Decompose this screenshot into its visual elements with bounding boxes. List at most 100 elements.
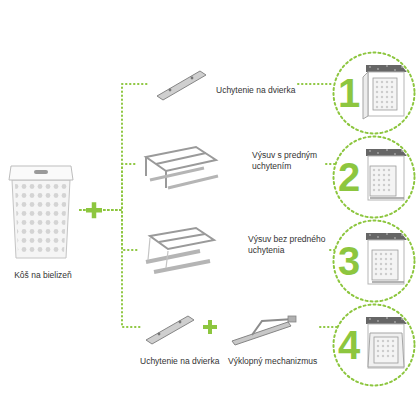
basket-hole [392, 355, 394, 357]
basket-hole [390, 263, 392, 265]
front-mount-slide [146, 147, 218, 188]
basket-hole [386, 106, 388, 108]
cabinet-picture [363, 65, 408, 119]
slide-runner [168, 176, 218, 188]
countertop [366, 233, 408, 240]
dotted-connector [80, 210, 140, 327]
plus-bar [208, 320, 212, 334]
frame-bar [159, 234, 205, 242]
basket-hole [382, 340, 384, 342]
cabinet-picture [366, 317, 408, 368]
basket-hole [388, 189, 390, 191]
tilt-front [368, 333, 404, 367]
cabinet-body [368, 72, 404, 116]
slide-without-front [146, 228, 214, 272]
stone-speckle [401, 150, 403, 152]
basket-hole [378, 174, 380, 176]
basket-hole [382, 345, 384, 347]
cabinet-body [368, 156, 404, 200]
stone-speckle [394, 237, 396, 239]
basket-hole [380, 253, 382, 255]
basket-hole [383, 169, 385, 171]
basket-hole [375, 268, 377, 270]
lever-bar [232, 322, 291, 345]
basket-hole [383, 184, 385, 186]
lid-handle [34, 170, 48, 174]
tilt-mechanism [232, 316, 296, 345]
laundry-basket [9, 166, 73, 258]
cabinet-body [368, 324, 404, 368]
stone-speckle [401, 318, 403, 320]
option-label: Výsuv s predným uchytením [252, 150, 324, 171]
basket-hole [391, 81, 393, 83]
basket-hole [380, 258, 382, 260]
hardware-option: Uchytenie na dvierka [150, 66, 298, 102]
basket-hole [385, 273, 387, 275]
basket [374, 337, 398, 363]
basket-hole [385, 258, 387, 260]
circle-outline [334, 221, 415, 302]
basket-hole [392, 345, 394, 347]
basket-hole [381, 91, 383, 93]
basket [373, 78, 397, 110]
stone-speckle [386, 65, 388, 67]
product-label: Kôš na bielizeň [14, 270, 72, 281]
dotted-connector [80, 84, 150, 210]
basket-hole [376, 101, 378, 103]
basket-hole [377, 340, 379, 342]
basket-lid [9, 166, 73, 180]
door-mount-bracket [146, 316, 194, 344]
basket-hole [378, 184, 380, 186]
basket-hole [386, 81, 388, 83]
basket-hole [376, 106, 378, 108]
basket-hole [392, 340, 394, 342]
stone-speckle [394, 321, 396, 323]
basket-holes [15, 184, 67, 254]
dotted-connector [80, 164, 138, 210]
option-circle: 1 [332, 51, 416, 135]
basket-hole [373, 184, 375, 186]
screw-hole [179, 321, 182, 324]
countertop [366, 149, 408, 156]
plus-sign [203, 320, 217, 334]
basket-hole [385, 253, 387, 255]
hardware-part: Výklopný mechanizmus [228, 312, 320, 362]
basket-hole [373, 169, 375, 171]
door-mount-bracket [157, 71, 206, 100]
basket-hole [391, 106, 393, 108]
stone-speckle [394, 69, 396, 71]
stone-speckle [377, 68, 379, 70]
option-number: 2 [338, 157, 360, 197]
dotted-connector [298, 83, 334, 85]
front-plate [145, 157, 147, 176]
slide-runner [150, 168, 204, 180]
basket-hole [387, 355, 389, 357]
stone-speckle [401, 234, 403, 236]
option-circle: 3 [332, 219, 416, 303]
cabinet-picture [366, 149, 408, 200]
basket-hole [378, 169, 380, 171]
basket-hole [386, 86, 388, 88]
basket-hole [387, 340, 389, 342]
basket-hole [388, 179, 390, 181]
circle-outline [334, 137, 415, 218]
stone-speckle [386, 317, 388, 319]
basket-hole [392, 350, 394, 352]
slide-runner [372, 281, 404, 283]
basket-hole [381, 81, 383, 83]
connector-rod [148, 238, 150, 260]
slide-frame [150, 228, 214, 249]
screw-hole [191, 77, 194, 80]
basket-hole [391, 101, 393, 103]
basket-hole [373, 174, 375, 176]
mount-plate [288, 316, 296, 322]
stone-speckle [377, 236, 379, 238]
basket-hole [390, 268, 392, 270]
basket-hole [381, 106, 383, 108]
stone-speckle [377, 320, 379, 322]
circle-outline [334, 53, 415, 134]
basket-hole [387, 345, 389, 347]
basket-body [12, 180, 70, 258]
basket-hole [373, 179, 375, 181]
option-label: Uchytenie na dvierka [140, 356, 219, 367]
